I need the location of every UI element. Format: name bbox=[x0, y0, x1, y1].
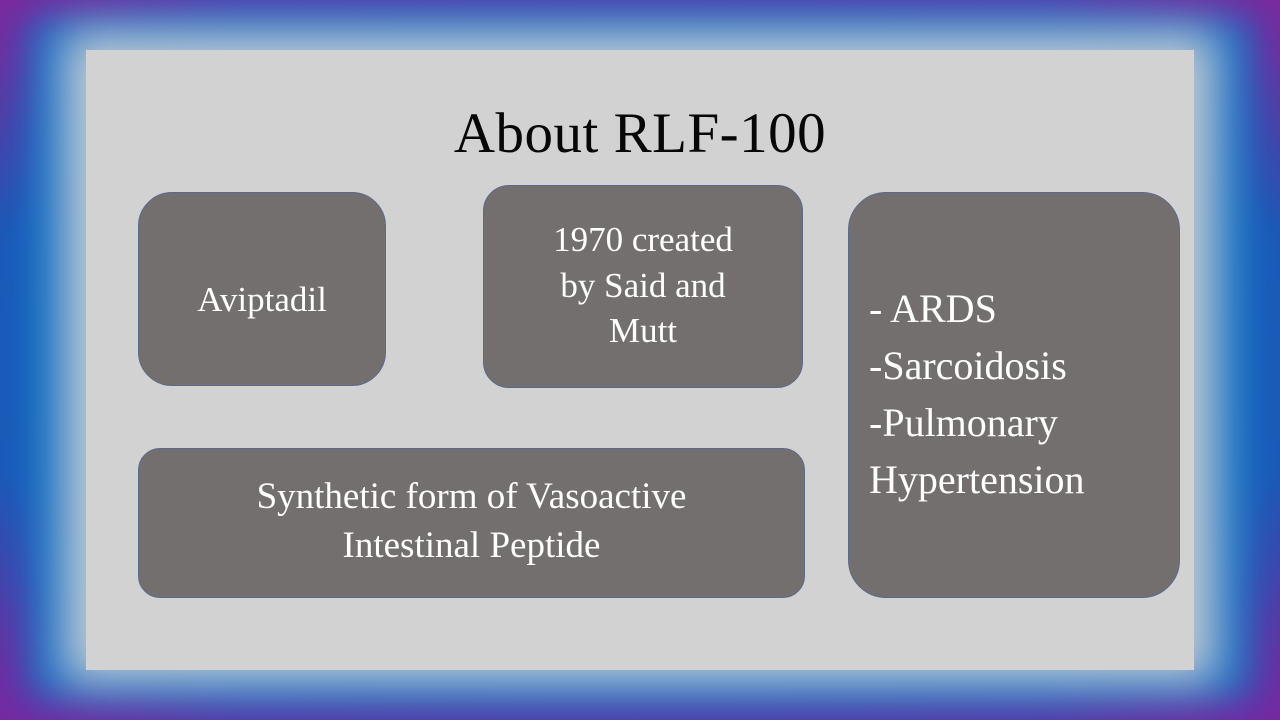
box-line: Synthetic form of Vasoactive bbox=[256, 476, 687, 518]
box-line: - ARDS bbox=[869, 286, 997, 332]
box-line: Hypertension bbox=[869, 456, 1085, 502]
content-box-synthetic: Synthetic form of Vasoactive Intestinal … bbox=[138, 448, 805, 598]
box-line: Intestinal Peptide bbox=[342, 525, 601, 566]
box-line: 1970 created bbox=[553, 220, 733, 260]
box-line: Aviptadil bbox=[197, 280, 327, 320]
box-line: -Pulmonary bbox=[869, 400, 1058, 445]
box-line: by Said and bbox=[560, 265, 726, 305]
content-box-indications: - ARDS -Sarcoidosis -Pulmonary Hypertens… bbox=[848, 192, 1180, 598]
content-box-aviptadil: Aviptadil bbox=[138, 192, 386, 386]
box-line: -Sarcoidosis bbox=[869, 343, 1067, 389]
content-box-origin: 1970 created by Said and Mutt bbox=[483, 185, 803, 388]
slide-canvas: About RLF-100 Aviptadil 1970 created by … bbox=[86, 50, 1194, 670]
page-title: About RLF-100 bbox=[453, 102, 827, 165]
box-line: Mutt bbox=[608, 311, 678, 351]
